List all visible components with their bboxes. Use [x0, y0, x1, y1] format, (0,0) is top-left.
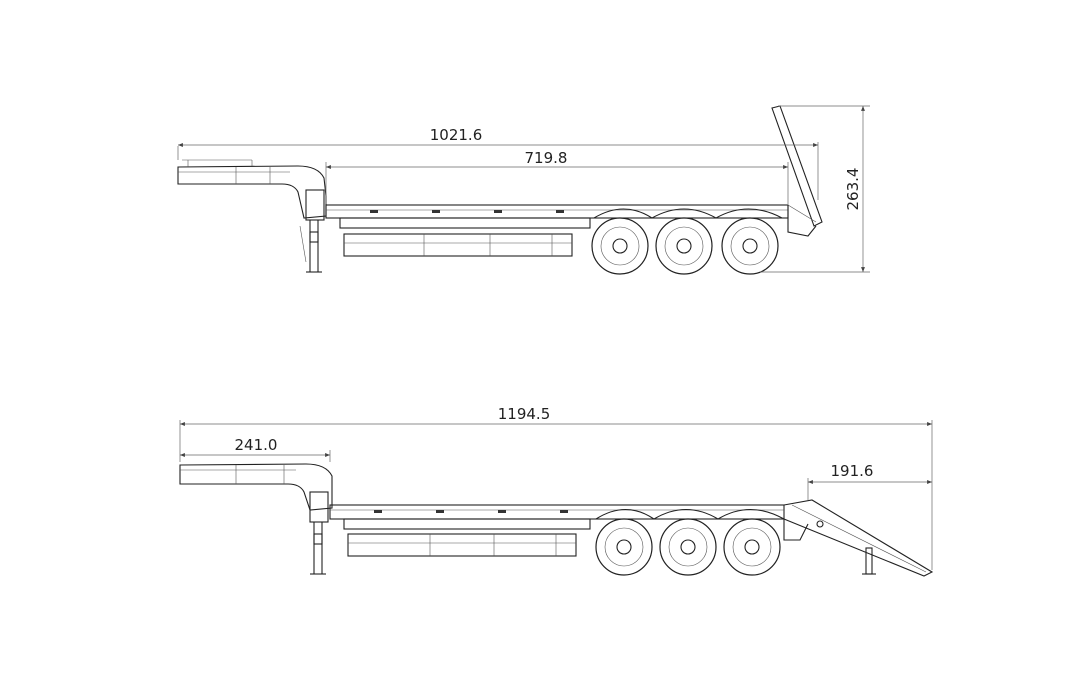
ramp-raised	[771, 105, 823, 237]
height-label: 263.4	[844, 168, 862, 211]
ramp-length-label: 191.6	[831, 462, 874, 480]
dimension-ramp-length: 191.6	[807, 462, 932, 500]
gooseneck	[177, 159, 327, 219]
gooseneck	[179, 463, 333, 511]
dimension-gooseneck-length: 241.0	[180, 436, 331, 462]
landing-gear	[309, 491, 329, 575]
deck	[329, 504, 785, 557]
dimension-height-top: 263.4	[760, 105, 870, 273]
axle-group	[591, 208, 783, 275]
dimension-overall-length-bottom: 1194.5	[179, 405, 933, 570]
overall-length-label: 1021.6	[430, 126, 483, 144]
axle-group	[595, 509, 785, 576]
dimension-deck-length-top: 719.8	[325, 149, 789, 204]
deck	[325, 204, 789, 257]
gooseneck-length-label: 241.0	[235, 436, 278, 454]
trailer-side-view-ramp-raised	[177, 105, 823, 275]
overall-length-label: 1194.5	[498, 405, 551, 423]
dimension-overall-length-top: 1021.6	[177, 126, 819, 200]
deck-length-label: 719.8	[525, 149, 568, 167]
landing-gear	[299, 189, 325, 273]
trailer-side-view-ramp-lowered	[179, 463, 934, 577]
ramp-lowered	[783, 499, 934, 577]
